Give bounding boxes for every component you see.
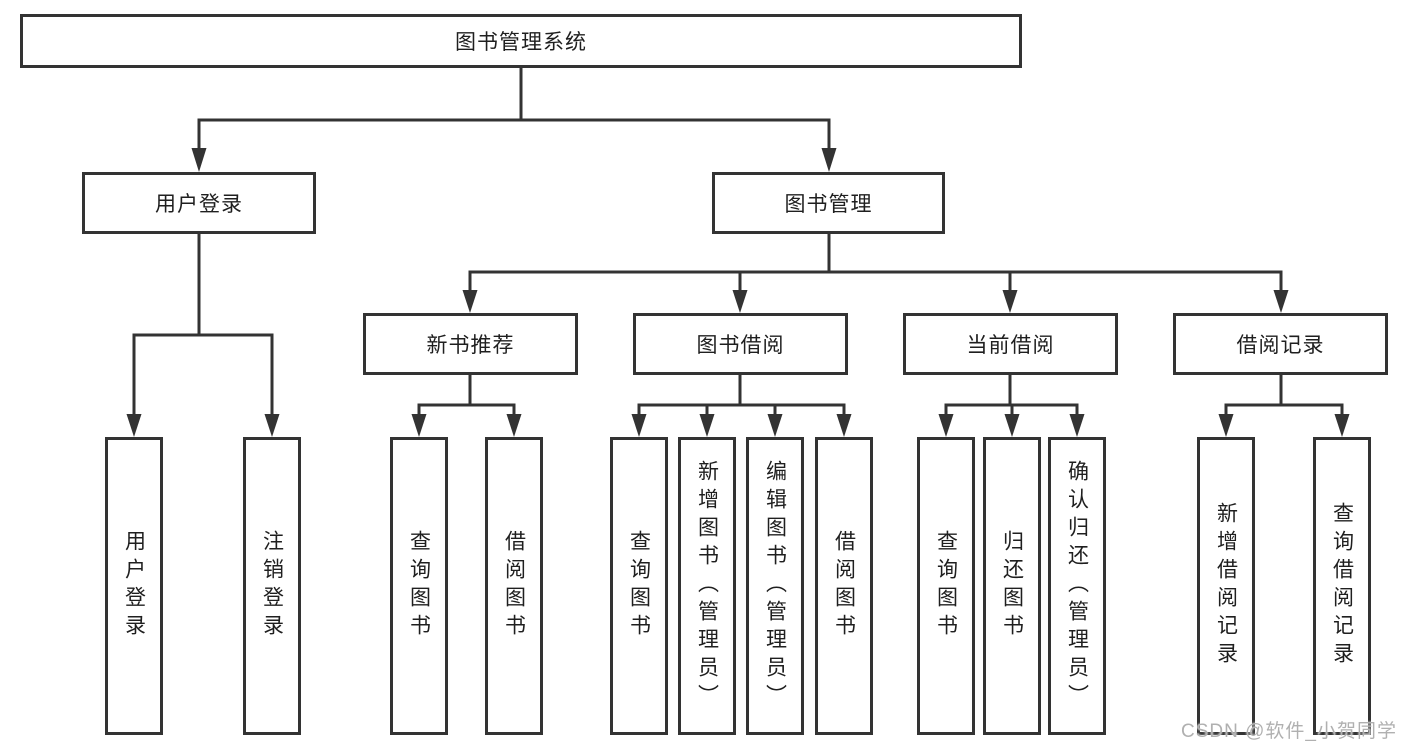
- leaf-edit-books-admin: 编辑图书（管理员）: [746, 437, 804, 735]
- leaf-user-login: 用户登录: [105, 437, 163, 735]
- leaf-add-books-admin: 新增图书（管理员）: [678, 437, 736, 735]
- node-current-borrowing: 当前借阅: [903, 313, 1118, 375]
- node-book-management: 图书管理: [712, 172, 945, 234]
- leaf-query-books-2: 查询图书: [610, 437, 668, 735]
- leaf-query-books: 查询图书: [390, 437, 448, 735]
- node-borrowing-records: 借阅记录: [1173, 313, 1388, 375]
- leaf-add-borrow-record: 新增借阅记录: [1197, 437, 1255, 735]
- csdn-watermark: CSDN @软件_小贺同学: [1181, 721, 1397, 742]
- leaf-query-borrow-record: 查询借阅记录: [1313, 437, 1371, 735]
- node-new-book-recommendation: 新书推荐: [363, 313, 578, 375]
- node-book-borrowing: 图书借阅: [633, 313, 848, 375]
- leaf-logout: 注销登录: [243, 437, 301, 735]
- node-user-login: 用户登录: [82, 172, 316, 234]
- leaf-confirm-return-admin: 确认归还（管理员）: [1048, 437, 1106, 735]
- leaf-borrow-books-2: 借阅图书: [815, 437, 873, 735]
- leaf-query-books-3: 查询图书: [917, 437, 975, 735]
- node-library-management-system: 图书管理系统: [20, 14, 1022, 68]
- leaf-return-books: 归还图书: [983, 437, 1041, 735]
- leaf-borrow-books: 借阅图书: [485, 437, 543, 735]
